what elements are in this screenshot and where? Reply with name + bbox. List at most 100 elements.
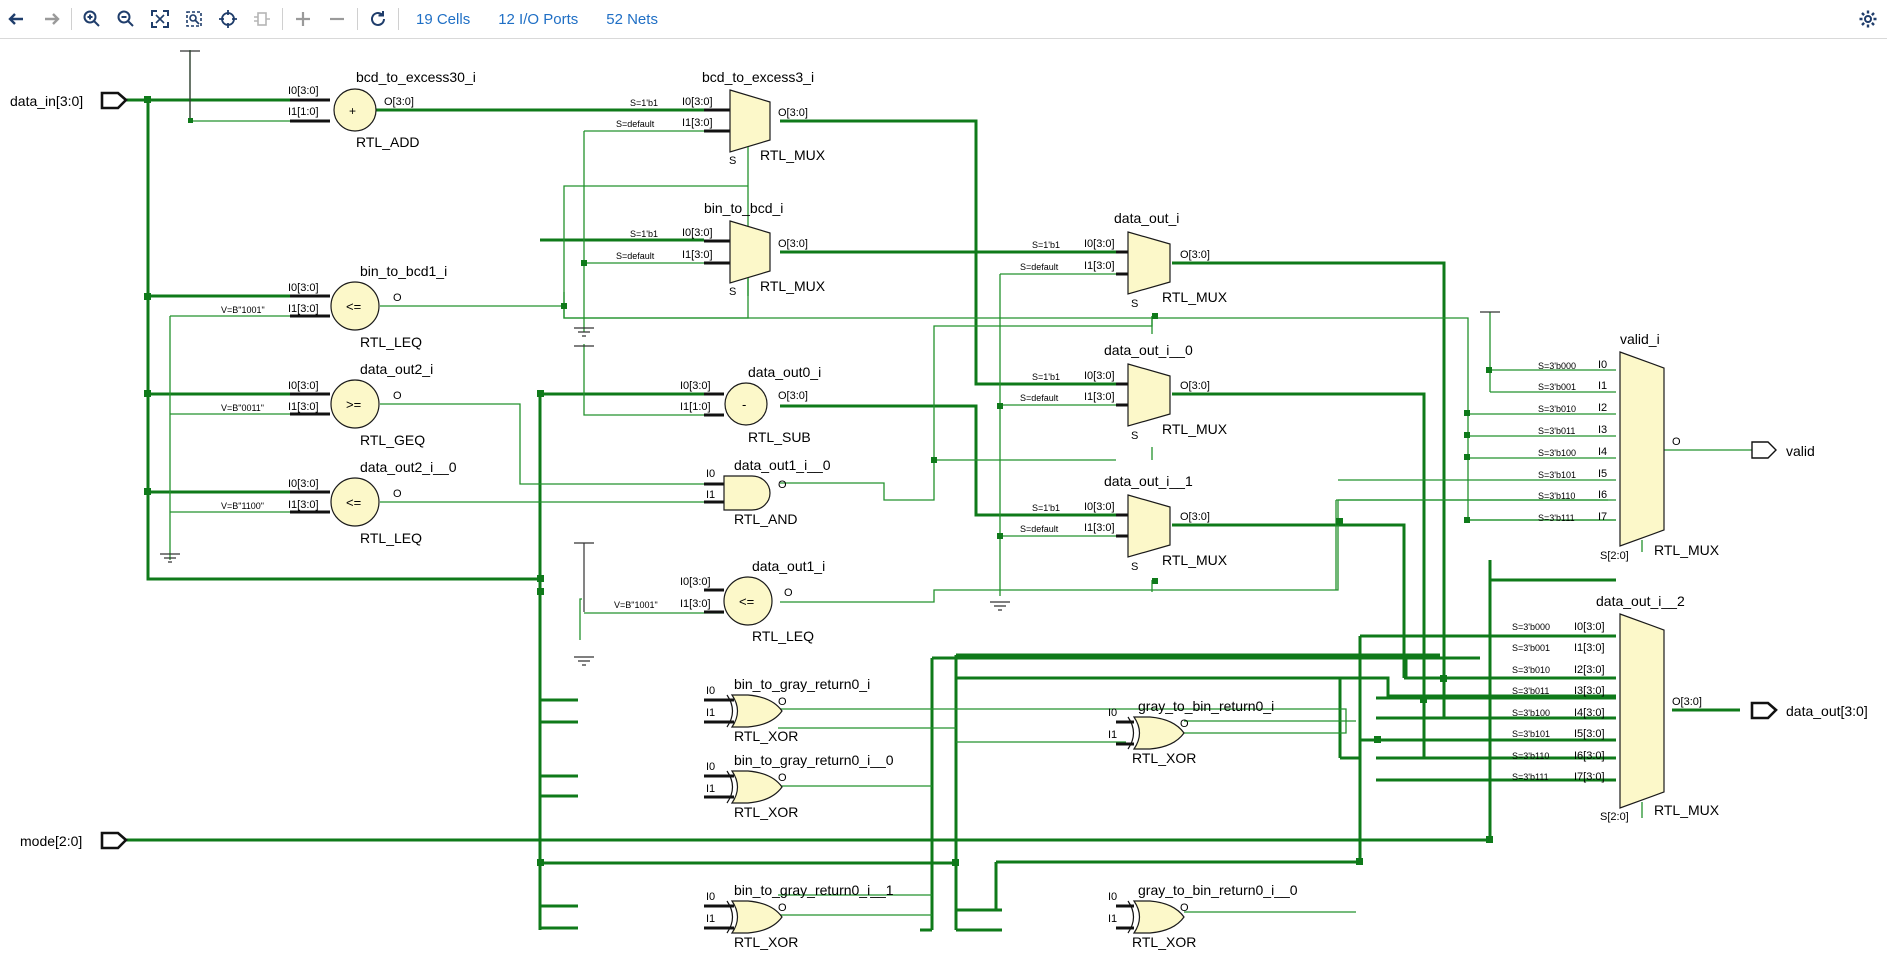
sel-label: S=3'b110 [1512, 751, 1549, 761]
pin-label: I1[3:0] [1084, 522, 1115, 534]
cell-type: RTL_MUX [1654, 542, 1720, 558]
zoom-area-icon[interactable] [177, 4, 211, 34]
pin-label: O [1672, 436, 1681, 448]
cell-valid-i[interactable]: valid_i O S[2:0] RTL_MUX I0 I1 I2 I3 I4 … [1538, 331, 1720, 562]
cell-gray-to-bin-return0-i[interactable]: gray_to_bin_return0_i I0 I1 O RTL_XOR [1108, 698, 1274, 766]
pin-label: I1[3:0] [680, 598, 711, 610]
schematic-canvas[interactable]: data_in[3:0] mode[2:0] valid data_out[3:… [0, 39, 1887, 957]
pin-label: O[3:0] [1672, 696, 1702, 708]
remove-icon[interactable] [320, 4, 354, 34]
sel-label: S=default [1020, 524, 1059, 534]
cells-count-link[interactable]: 19 Cells [416, 10, 471, 28]
sel-label: S=3'b001 [1538, 382, 1576, 392]
cell-type: RTL_ADD [356, 134, 420, 150]
pin-label: I3[3:0] [1574, 685, 1605, 697]
input-port-data-in[interactable]: data_in[3:0] [10, 91, 128, 110]
cell-data-out2-i[interactable]: >= data_out2_i I0[3:0] I1[3:0] V=B"0011"… [221, 361, 433, 448]
cell-bin-to-bcd-i[interactable]: bin_to_bcd_i I0[3:0] I1[3:0] S=1'b1 S=de… [616, 200, 826, 298]
sel-label: S=3'b101 [1538, 470, 1576, 480]
cell-type: RTL_SUB [748, 429, 811, 445]
select-icon[interactable] [211, 4, 245, 34]
sel-label: S=3'b111 [1512, 772, 1549, 782]
pin-label: I1 [1108, 729, 1117, 741]
sel-label: S=3'b110 [1538, 491, 1575, 501]
pin-label: I6[3:0] [1574, 750, 1605, 762]
cell-type: RTL_MUX [760, 278, 826, 294]
pin-label: I2[3:0] [1574, 664, 1605, 676]
cell-data-out0-i[interactable]: - data_out0_i I0[3:0] I1[1:0] O[3:0] RTL… [680, 364, 821, 445]
cell-data-out-i-1[interactable]: data_out_i__1 I0[3:0] I1[3:0] S=1'b1 S=d… [1020, 473, 1228, 573]
zoom-fit-icon[interactable] [143, 4, 177, 34]
refresh-icon[interactable] [361, 4, 395, 34]
cell-data-out2-i-0[interactable]: <= data_out2_i__0 I0[3:0] I1[3:0] V=B"11… [221, 459, 457, 546]
sel-label: S=3'b000 [1538, 361, 1576, 371]
back-icon[interactable] [0, 4, 34, 34]
cell-bin-to-gray-return0-i-1[interactable]: bin_to_gray_return0_i__1 I0 I1 O RTL_XOR [704, 882, 894, 950]
const-label: V=B"0011" [221, 403, 264, 413]
pin-label: S [729, 155, 736, 167]
cell-name: gray_to_bin_return0_i [1138, 698, 1274, 714]
zoom-in-icon[interactable] [75, 4, 109, 34]
pin-label: I1[3:0] [682, 117, 713, 129]
net-junctions [144, 96, 1493, 866]
cell-type: RTL_LEQ [360, 530, 422, 546]
io-ports-count-link[interactable]: 12 I/O Ports [498, 10, 579, 28]
pin-label: I0 [706, 685, 715, 697]
cell-bin-to-gray-return0-i[interactable]: bin_to_gray_return0_i I0 I1 O RTL_XOR [704, 676, 870, 744]
pin-label: I1 [706, 783, 715, 795]
cell-type: RTL_MUX [760, 147, 826, 163]
cell-data-out1-i-0[interactable]: data_out1_i__0 I0 I1 O RTL_AND [704, 457, 831, 527]
cell-name: data_out2_i__0 [360, 459, 457, 475]
cell-data-out-i[interactable]: data_out_i I0[3:0] I1[3:0] S=1'b1 S=defa… [1020, 210, 1228, 310]
pin-label: I1[1:0] [680, 401, 711, 413]
cell-name: data_out0_i [748, 364, 821, 380]
pin-label: S [729, 286, 736, 298]
pin-label: I0[3:0] [682, 96, 713, 108]
settings-gear-icon[interactable] [1855, 6, 1881, 32]
cell-bcd-to-excess30-i[interactable]: + bcd_to_excess30_i I0[3:0] I1[1:0] O[3:… [288, 69, 476, 150]
cell-type: RTL_MUX [1162, 289, 1228, 305]
cell-name: data_out_i__0 [1104, 342, 1193, 358]
cell-name: data_out_i__2 [1596, 593, 1685, 609]
input-port-mode[interactable]: mode[2:0] [20, 831, 128, 850]
nets-count-link[interactable]: 52 Nets [606, 10, 658, 28]
cell-name: data_out_i [1114, 210, 1179, 226]
cell-type: RTL_MUX [1654, 802, 1720, 818]
route-icon[interactable] [245, 4, 279, 34]
pin-label: I1 [706, 707, 715, 719]
output-port-valid[interactable]: valid [1751, 441, 1815, 459]
output-port-data-out[interactable]: data_out[3:0] [1750, 701, 1868, 720]
add-icon[interactable] [286, 4, 320, 34]
cell-bin-to-bcd1-i[interactable]: <= bin_to_bcd1_i I0[3:0] I1[3:0] V=B"100… [221, 263, 447, 350]
cell-data-out1-i[interactable]: <= data_out1_i I0[3:0] I1[3:0] V=B"1001"… [614, 558, 825, 644]
cell-bin-to-gray-return0-i-0[interactable]: bin_to_gray_return0_i__0 I0 I1 O RTL_XOR [704, 752, 894, 820]
port-label: mode[2:0] [20, 833, 82, 849]
pin-label: I4 [1598, 446, 1607, 458]
schematic-toolbar: 19 Cells 12 I/O Ports 52 Nets [0, 0, 1887, 39]
pin-label: O[3:0] [384, 96, 414, 108]
pin-label: O[3:0] [778, 238, 808, 250]
zoom-out-icon[interactable] [109, 4, 143, 34]
cell-type: RTL_LEQ [752, 628, 814, 644]
forward-icon[interactable] [34, 4, 68, 34]
pin-label: O [778, 696, 787, 708]
cell-bcd-to-excess3-i[interactable]: bcd_to_excess3_i I0[3:0] I1[3:0] S=1'b1 … [616, 69, 826, 167]
pin-label: I0[3:0] [288, 282, 319, 294]
pin-label: O [784, 587, 793, 599]
pin-label: I5[3:0] [1574, 728, 1605, 740]
sel-label: S=default [1020, 262, 1059, 272]
pin-label: O[3:0] [778, 390, 808, 402]
cell-data-out-i-2[interactable]: data_out_i__2 O[3:0] S[2:0] RTL_MUX I0[3… [1512, 593, 1720, 823]
pin-label: I0[3:0] [1084, 238, 1115, 250]
pin-label: O [778, 479, 787, 491]
pin-label: I1[3:0] [288, 499, 319, 511]
sel-label: S=default [1020, 393, 1059, 403]
cell-gray-to-bin-return0-i-0[interactable]: gray_to_bin_return0_i__0 I0 I1 O RTL_XOR [1108, 882, 1298, 950]
sel-label: S=3'b011 [1538, 426, 1575, 436]
pin-label: I0 [706, 761, 715, 773]
port-label: valid [1786, 443, 1815, 459]
cell-type: RTL_LEQ [360, 334, 422, 350]
sel-label: S=1'b1 [1032, 372, 1060, 382]
cell-data-out-i-0[interactable]: data_out_i__0 I0[3:0] I1[3:0] S=1'b1 S=d… [1020, 342, 1228, 442]
pin-label: I1[3:0] [288, 401, 319, 413]
